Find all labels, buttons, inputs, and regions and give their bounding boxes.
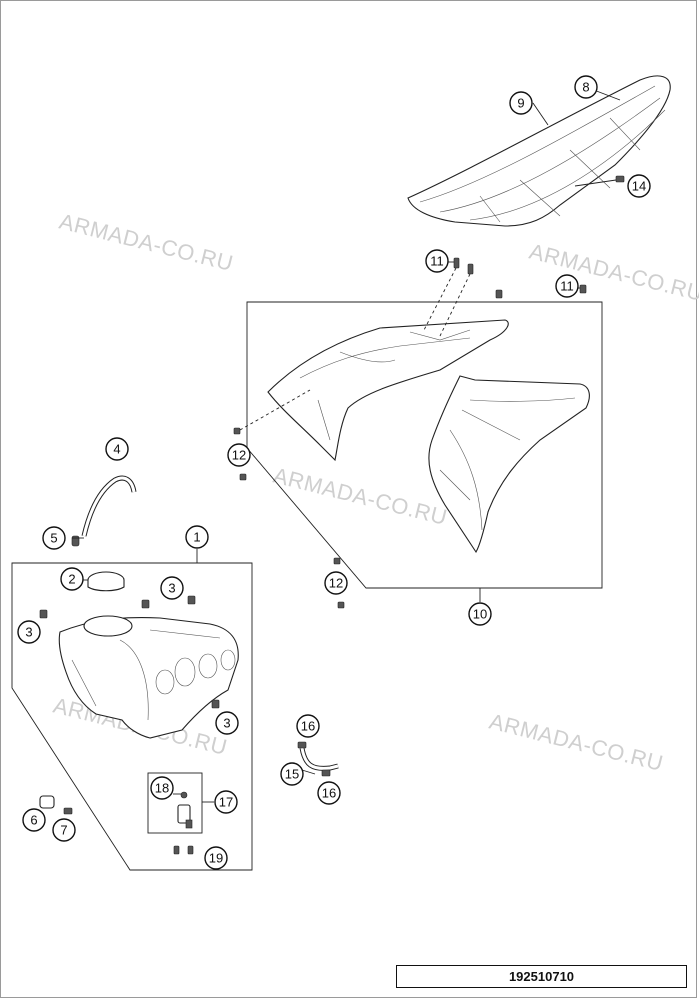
callout-18: 18 (150, 776, 174, 800)
svg-text:8: 8 (582, 80, 589, 95)
callout-5: 5 (42, 526, 66, 550)
callout-19: 19 (204, 846, 228, 870)
fuel-tap (177, 791, 193, 829)
svg-text:17: 17 (219, 795, 233, 810)
screw-icon (239, 473, 247, 481)
svg-text:16: 16 (322, 786, 336, 801)
fuel-cap (87, 571, 125, 592)
svg-text:9: 9 (517, 96, 524, 111)
fuel-tap-group-frame (147, 772, 203, 834)
svg-text:16: 16 (301, 719, 315, 734)
callout-3: 3 (17, 620, 41, 644)
callout-2: 2 (60, 567, 84, 591)
assembly-line (239, 389, 311, 431)
callout-4: 4 (105, 437, 129, 461)
screw-icon (187, 845, 194, 855)
hose-clamp (321, 769, 331, 777)
screw-icon (337, 601, 345, 609)
bolt-icon (187, 595, 196, 605)
callout-6: 6 (22, 808, 46, 832)
svg-text:10: 10 (473, 607, 487, 622)
shroud-group-frame (246, 301, 603, 589)
svg-text:7: 7 (60, 823, 67, 838)
callout-16: 16 (296, 714, 320, 738)
fasteners (39, 175, 625, 855)
callout-17: 17 (214, 790, 238, 814)
svg-text:12: 12 (329, 576, 343, 591)
callout-12: 12 (324, 571, 348, 595)
svg-text:18: 18 (155, 781, 169, 796)
hose-15 (299, 747, 339, 771)
watermark: ARMADA-CO.RU (487, 709, 666, 776)
callout-11: 11 (425, 249, 449, 273)
hose-15-inner (300, 747, 339, 770)
watermark: ARMADA-CO.RU (57, 209, 236, 276)
seat-screw-icon (615, 175, 625, 183)
svg-text:15: 15 (285, 767, 299, 782)
svg-text:19: 19 (209, 851, 223, 866)
svg-text:5: 5 (50, 531, 57, 546)
callout-14: 14 (627, 174, 651, 198)
callout-16: 16 (317, 781, 341, 805)
screw-7 (63, 807, 73, 815)
svg-text:3: 3 (25, 625, 32, 640)
svg-text:11: 11 (430, 254, 444, 269)
watermark: ARMADA-CO.RU (271, 463, 450, 530)
bolt-icon (211, 699, 220, 709)
callout-9: 9 (509, 91, 533, 115)
svg-text:12: 12 (232, 448, 246, 463)
svg-text:11: 11 (560, 279, 574, 294)
seat (407, 75, 671, 227)
watermark: ARMADA-CO.RU (527, 239, 699, 306)
screw-icon (333, 557, 341, 565)
rubber-bushing (39, 795, 55, 809)
callout-1: 1 (185, 525, 209, 549)
right-shroud (428, 375, 590, 554)
fuel-tank-group-frame (11, 562, 253, 871)
svg-text:4: 4 (113, 442, 120, 457)
svg-text:3: 3 (168, 581, 175, 596)
svg-text:2: 2 (68, 572, 75, 587)
screw-icon (495, 289, 503, 299)
svg-text:1: 1 (193, 530, 200, 545)
hose-clamp (297, 741, 307, 749)
screw-icon (453, 257, 460, 269)
callout-7: 7 (52, 818, 76, 842)
callout-3: 3 (160, 576, 184, 600)
breather-hose-inner (82, 476, 136, 537)
assembly-line (423, 267, 457, 331)
callout-15: 15 (280, 762, 304, 786)
left-shroud (267, 319, 509, 462)
callout-8: 8 (574, 75, 598, 99)
svg-text:6: 6 (30, 813, 37, 828)
svg-text:14: 14 (632, 179, 646, 194)
filler-neck (83, 615, 133, 637)
bolt-icon (39, 609, 48, 619)
screw-icon (579, 284, 587, 294)
screw-icon (233, 427, 241, 435)
breather-valve (71, 535, 80, 547)
fuel-tank (58, 615, 239, 739)
callout-12: 12 (227, 443, 251, 467)
bolt-icon (141, 599, 150, 609)
callout-11: 11 (555, 274, 579, 298)
screw-icon (173, 845, 180, 855)
document-number: 192510710 (396, 965, 687, 988)
svg-text:3: 3 (223, 716, 230, 731)
screw-icon (467, 263, 474, 275)
callout-3: 3 (215, 711, 239, 735)
callout-10: 10 (468, 602, 492, 626)
